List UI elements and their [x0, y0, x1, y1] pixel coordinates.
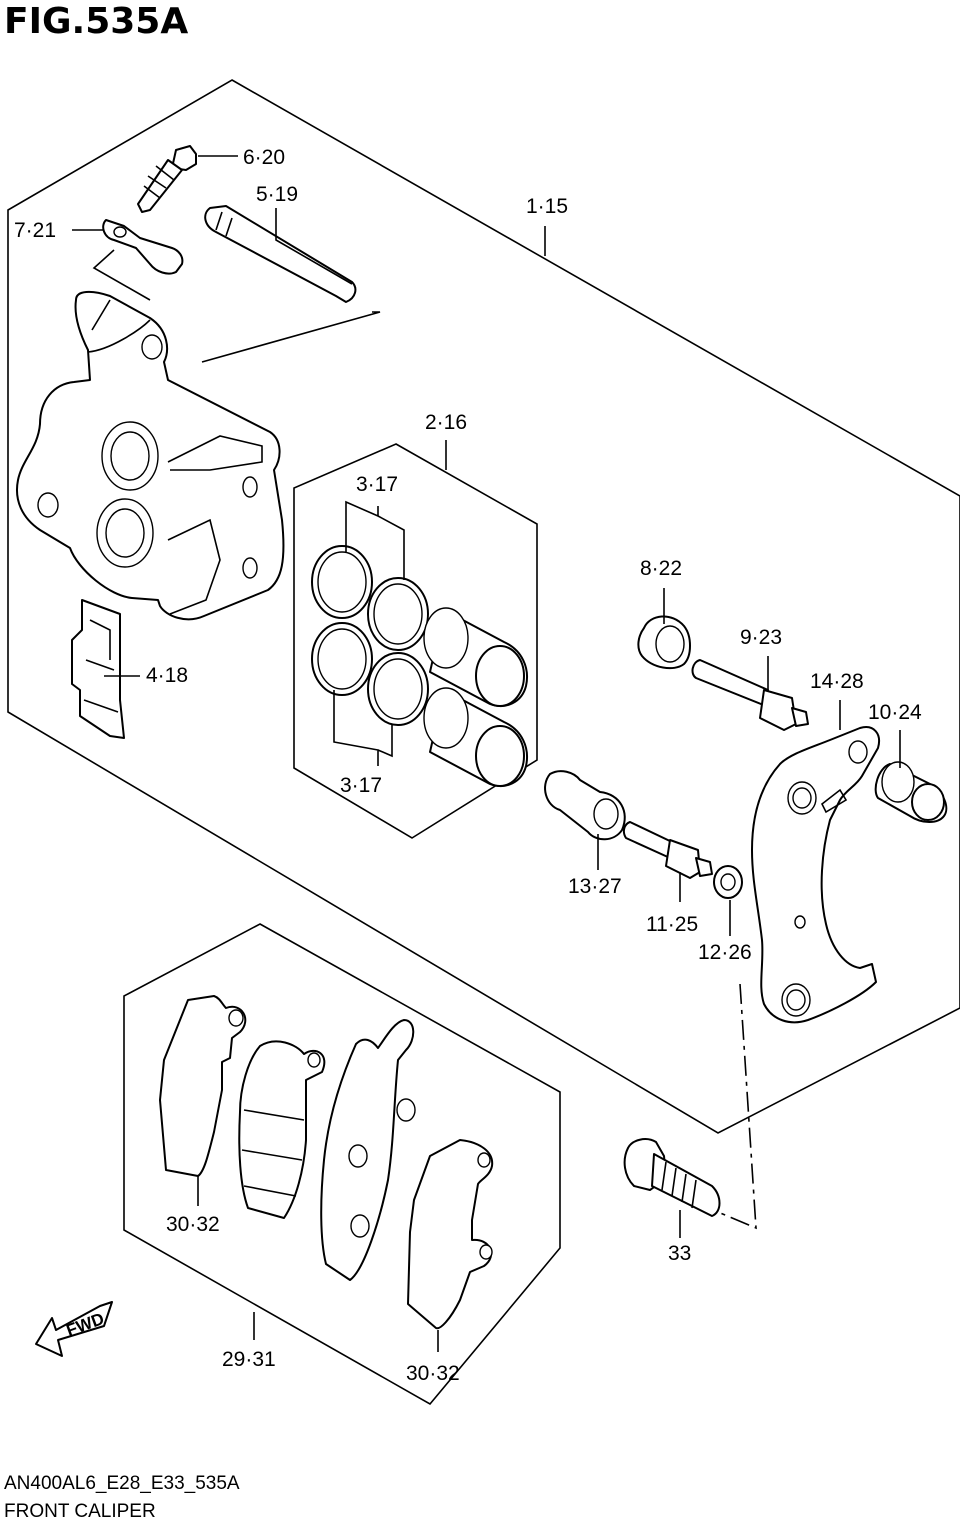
callout-4-18: 4·18 — [146, 664, 188, 687]
callout-11-25: 11·25 — [646, 913, 698, 936]
figure-title: FIG.535A — [4, 1, 189, 42]
washer[interactable] — [713, 865, 743, 899]
callout-9-23: 9·23 — [740, 626, 782, 649]
bleeder-cap[interactable] — [102, 219, 184, 275]
slide-pin-lower[interactable] — [622, 821, 713, 879]
callout-1-15: 1·15 — [526, 195, 568, 218]
callout-10-24: 10·24 — [868, 701, 922, 724]
callout-3-17-bottom: 3·17 — [340, 774, 382, 797]
bracket-bushing[interactable] — [874, 761, 948, 823]
callout-33: 33 — [668, 1242, 691, 1265]
caliper-bolt[interactable] — [623, 1138, 721, 1217]
brake-pad-inner[interactable] — [320, 1019, 416, 1281]
forward-direction-arrow-icon: FWD — [35, 1301, 113, 1357]
brake-pad-inner-shim[interactable] — [407, 1139, 494, 1330]
callout-7-21: 7·21 — [14, 219, 56, 242]
bleeder-screw[interactable] — [137, 145, 197, 213]
brake-pad-outer[interactable] — [238, 1040, 326, 1219]
callout-5-19: 5·19 — [256, 183, 298, 206]
callout-2-16: 2·16 — [425, 411, 467, 434]
slide-pin-upper[interactable] — [691, 659, 809, 731]
pin-boot[interactable] — [637, 615, 691, 670]
callout-29-31: 29·31 — [222, 1348, 276, 1371]
pad-set-frame — [123, 923, 561, 1406]
caliper-assembly-frame — [7, 79, 960, 1134]
callout-14-28: 14·28 — [810, 670, 864, 693]
caliper-body[interactable] — [16, 290, 285, 621]
callout-8-22: 8·22 — [640, 557, 682, 580]
callout-12-26: 12·26 — [698, 941, 752, 964]
fwd-label: FWD — [64, 1309, 107, 1340]
caliper-bracket[interactable] — [751, 726, 880, 1024]
pad-spring[interactable] — [71, 599, 125, 739]
piston-seal-set[interactable] — [311, 545, 429, 726]
callout-13-27: 13·27 — [568, 875, 622, 898]
leader-lines — [72, 155, 901, 1352]
callout-3-17-top: 3·17 — [356, 473, 398, 496]
callout-30-32-right: 30·32 — [406, 1362, 460, 1385]
figure-code: AN400AL6_E28_E33_535A — [4, 1473, 240, 1494]
brake-pad-outer-shim[interactable] — [159, 995, 247, 1177]
pad-pin[interactable] — [204, 205, 357, 303]
seal-kit-frame — [293, 443, 538, 839]
callout-30-32-left: 30·32 — [166, 1213, 220, 1236]
caliper-pistons[interactable] — [423, 607, 528, 787]
callout-6-20: 6·20 — [243, 146, 285, 169]
figure-name: FRONT CALIPER — [4, 1501, 156, 1522]
pin-sleeve[interactable] — [544, 770, 626, 841]
